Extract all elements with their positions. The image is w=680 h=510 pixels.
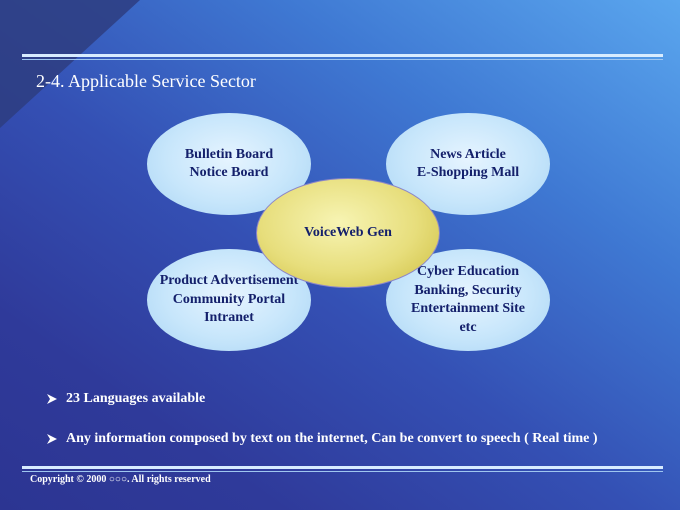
sector-top-right-line-1: News Article [430, 146, 506, 162]
center-label: VoiceWeb Gen [304, 225, 392, 240]
sector-bottom-right-line-4: etc [459, 319, 477, 335]
bullet-text: Any information composed by text on the … [66, 431, 598, 446]
corner-decoration [0, 0, 140, 128]
sector-top-right-line-2: E-Shopping Mall [416, 165, 520, 180]
sector-top-left: Bulletin Board Notice Board [147, 113, 311, 215]
slide-title: 2-4. Applicable Service Sector [36, 71, 256, 91]
sector-bottom-right: Cyber Education Banking, Security Entert… [386, 249, 550, 351]
sector-top-right: News Article E-Shopping Mall [386, 113, 550, 215]
sector-bottom-right-line-3: Entertainment Site [411, 301, 525, 316]
copyright-footer: Copyright © 2000 ○○○. All rights reserve… [30, 474, 211, 485]
top-rule-thin [22, 59, 663, 60]
sector-bottom-left-line-1: Product Advertisement [159, 273, 299, 289]
arrowhead-bullet-icon [47, 434, 57, 444]
bullet-item: 23 Languages available [46, 391, 205, 407]
arrowhead-bullet-icon [47, 394, 57, 404]
sector-bottom-left-line-2: Community Portal [172, 291, 286, 307]
top-rule [22, 54, 663, 57]
sector-top-left-line-1: Bulletin Board [184, 146, 274, 162]
bullet-text: 23 Languages available [66, 391, 206, 406]
bullet-item: Any information composed by text on the … [46, 431, 598, 447]
bottom-rule-thin [22, 471, 663, 472]
sector-bottom-right-line-2: Banking, Security [414, 282, 522, 298]
sector-bottom-right-line-1: Cyber Education [416, 264, 520, 279]
sector-bottom-left-line-3: Intranet [204, 310, 254, 326]
center-node: VoiceWeb Gen [256, 178, 440, 288]
sector-top-left-line-2: Notice Board [189, 165, 269, 180]
bottom-rule [22, 466, 663, 469]
